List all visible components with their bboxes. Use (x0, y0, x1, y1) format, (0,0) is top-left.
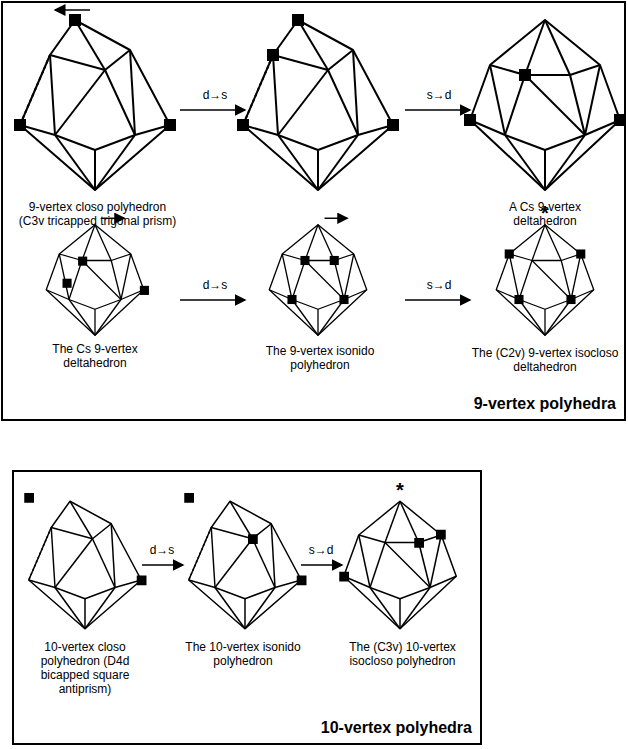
caption-text: s→d (412, 88, 466, 102)
reaction-arrow (142, 564, 183, 566)
caption-text: s→d (299, 543, 343, 557)
closo-polyhedron (24, 493, 146, 629)
caption-text: 10-vertex closo polyhedron (D4d bicapped… (15, 640, 155, 696)
caption-text: The (C2v) 9-vertex isocloso deltahedron (470, 346, 620, 374)
isonido-polyhedron (269, 218, 367, 335)
isocloso-deltahedron (496, 225, 594, 336)
asterisk-marker: * (390, 481, 410, 499)
caption-text: The 10-vertex isonido polyhedron (168, 640, 318, 668)
caption-text: d→s (140, 543, 184, 557)
caption-text: The Cs 9-vertex deltahedron (30, 342, 160, 370)
isonido-polyhedron (184, 493, 306, 629)
asterisk-marker: * (535, 204, 555, 222)
intermediate-polyhedron (237, 14, 399, 190)
panel-title: 10-vertex polyhedra (321, 719, 472, 737)
caption-text: The (C3v) 10-vertex isocloso polyhedron (330, 640, 475, 668)
cs-deltahedron (46, 218, 149, 335)
caption-text: 9-vertex closo polyhedron (C3v tricapped… (15, 200, 180, 228)
reaction-arrow (405, 299, 470, 301)
panel-title: 9-vertex polyhedra (474, 395, 616, 413)
reaction-arrow (180, 109, 245, 111)
isocloso-polyhedron (339, 501, 456, 629)
caption-text: The 9-vertex isonido polyhedron (245, 344, 395, 372)
cs-deltahedron (464, 20, 626, 190)
panel-box: 10-vertex polyhedra (12, 470, 482, 745)
reaction-arrow (180, 299, 245, 301)
caption-text: s→d (412, 278, 466, 292)
reaction-arrow (405, 109, 470, 111)
closo-polyhedron (14, 10, 176, 190)
caption-text: d→s (188, 88, 242, 102)
reaction-arrow (301, 564, 342, 566)
caption-text: d→s (188, 278, 242, 292)
